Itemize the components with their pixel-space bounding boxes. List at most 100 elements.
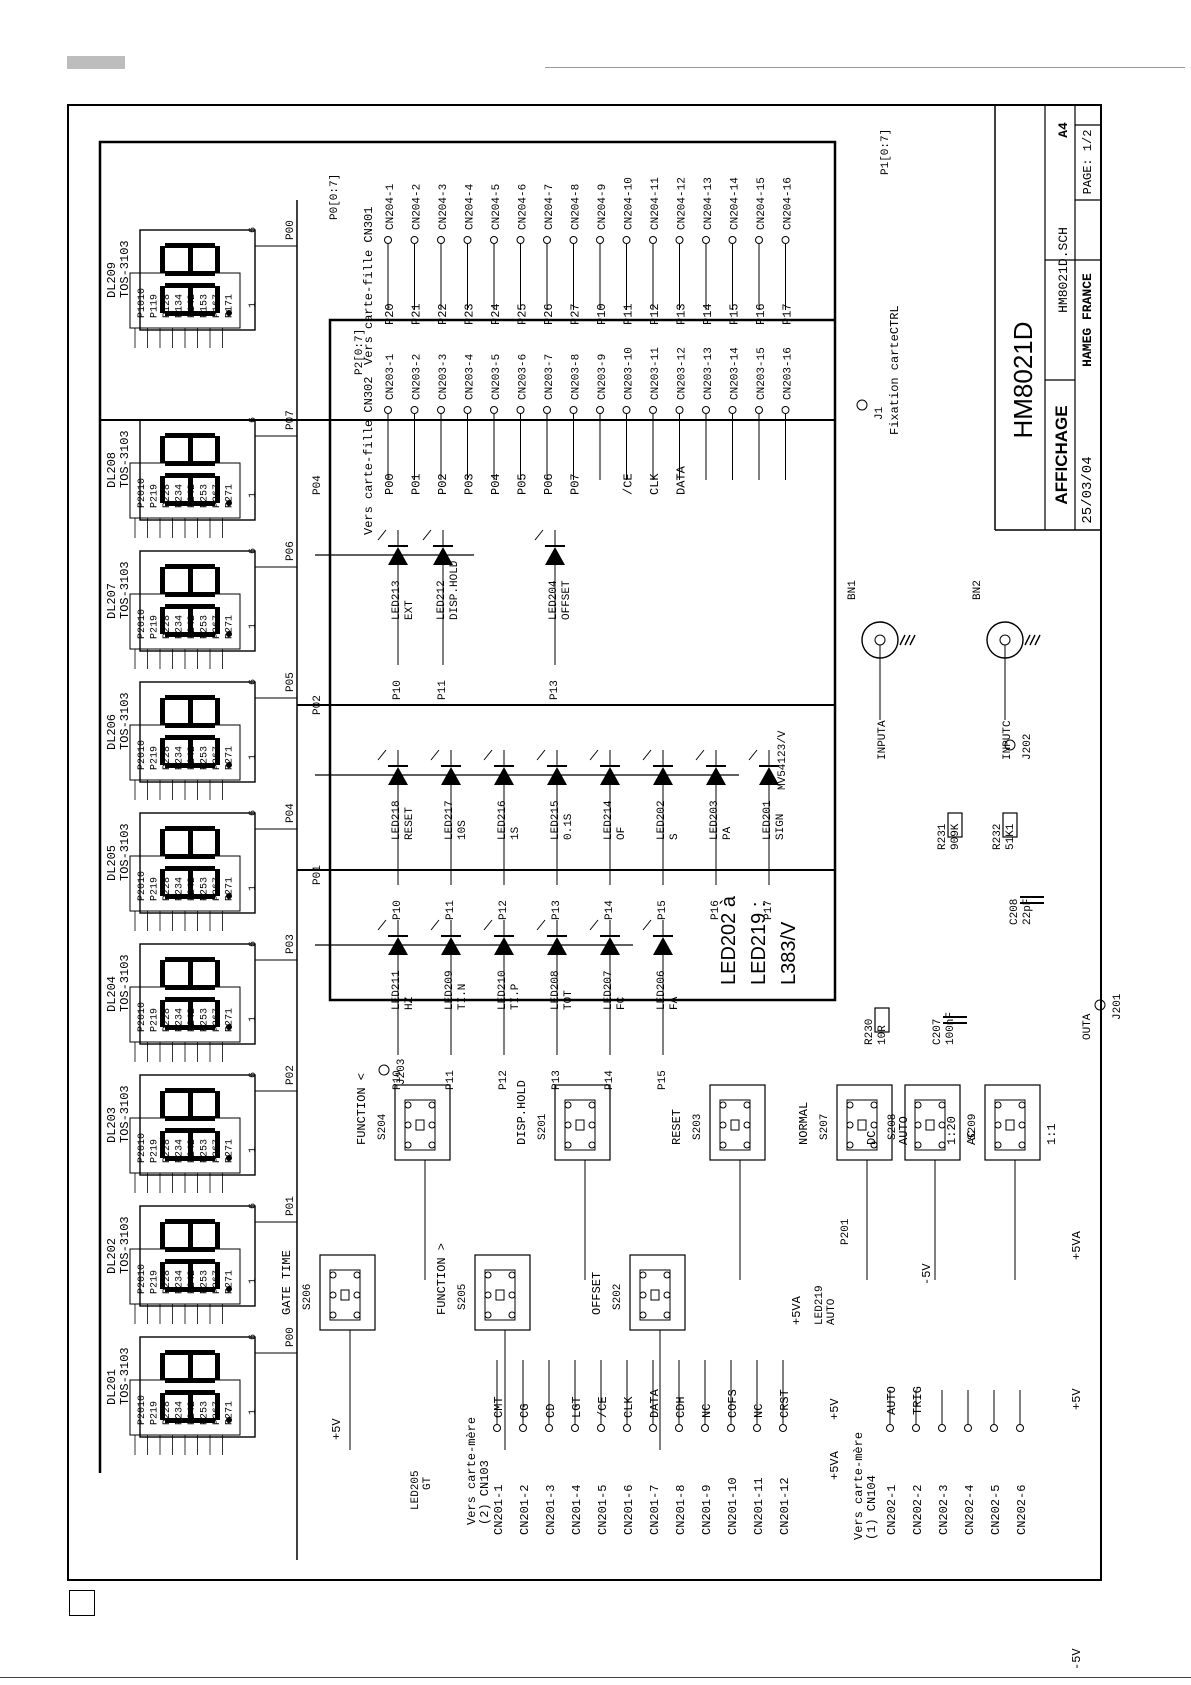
display-name: DL201	[105, 1369, 119, 1405]
connector-net: P05	[516, 473, 530, 495]
decimal-point	[226, 1417, 232, 1423]
resistor-body	[1002, 812, 1018, 838]
connector-pin-label: CN203-15	[756, 347, 768, 400]
switch-contact	[743, 1141, 751, 1149]
segment	[165, 592, 215, 597]
segment	[165, 735, 215, 740]
connector-net: DATA	[675, 465, 689, 495]
led-ref: LED203	[709, 800, 721, 840]
display-pin-label: P22	[162, 752, 173, 770]
connector-net: DATA	[648, 1388, 662, 1418]
display-pin-number: 6	[248, 810, 259, 816]
connector-pin	[675, 406, 684, 414]
connector-pin-label: CN202-2	[911, 1485, 925, 1535]
led-label: FA	[669, 996, 681, 1010]
led-diode-icon	[388, 767, 408, 785]
display-pin-number: 3	[200, 484, 211, 490]
segment	[160, 1262, 165, 1289]
bus-p2-label: P2[0:7]	[354, 329, 366, 375]
display-pin-number: 4	[175, 746, 186, 752]
display-pin-label: P25	[200, 621, 211, 639]
switch-actuator	[925, 1119, 935, 1131]
connector-pin-label: CN201-10	[726, 1477, 740, 1535]
schematic-frame	[67, 104, 1102, 1581]
connector-pin	[990, 1424, 998, 1432]
display-pin-number: 10	[137, 1133, 148, 1145]
switch-label: FUNCTION >	[435, 1243, 449, 1315]
display-bus-label: P06	[285, 541, 297, 561]
connector-pin	[622, 406, 631, 414]
power-label: +5V	[330, 1418, 344, 1440]
jack-j201	[1094, 999, 1106, 1011]
display-pin-number: 7	[212, 1139, 223, 1145]
display-pin-label: P24	[187, 1145, 198, 1163]
segment	[160, 869, 165, 896]
display-pin-number: 10	[137, 740, 148, 752]
display-pin-number: 1	[225, 1139, 236, 1145]
switch-frame	[319, 1254, 376, 1331]
switch-ref: S203	[692, 1114, 704, 1140]
display-pin-label: P26	[212, 490, 223, 508]
segment	[165, 632, 215, 637]
segment	[165, 564, 215, 569]
connector-pin	[781, 236, 790, 244]
display-bus-label: P04	[285, 803, 297, 823]
display-pin-number: 10	[137, 478, 148, 490]
display-pin-number: 4	[175, 294, 186, 300]
led-label: OFFSET	[561, 580, 573, 620]
switch-contact	[353, 1291, 361, 1299]
connector-pin	[755, 406, 763, 414]
display-pin-number: 1	[248, 885, 259, 891]
resistor-ref: R231	[937, 823, 949, 850]
power-label: -5V	[1070, 1648, 1084, 1670]
display-type: TOS-3103	[118, 1085, 132, 1143]
connector-pin	[463, 406, 472, 414]
switch-contact	[588, 1141, 596, 1149]
segment	[165, 1378, 215, 1383]
display-pin-number: 9	[150, 877, 161, 883]
connector-pin	[516, 406, 525, 414]
display-pin-label: P24	[187, 490, 198, 508]
switch-ref: S206	[302, 1284, 314, 1310]
connector-pin-label: CN203-11	[650, 347, 662, 400]
connector-net: P21	[410, 303, 424, 325]
decimal-point	[226, 762, 232, 768]
display-pin-label: P26	[212, 1407, 223, 1425]
display-pin-label: P23	[175, 490, 186, 508]
connector-net: COFS	[726, 1389, 740, 1418]
segment	[165, 1116, 215, 1121]
display-pin-number: 1	[225, 484, 236, 490]
segment	[160, 829, 165, 856]
display-pin-label: P20	[137, 1014, 148, 1032]
led-ref: LED207	[603, 970, 615, 1010]
decimal-point	[226, 893, 232, 899]
display-type: TOS-3103	[118, 692, 132, 750]
segment	[188, 960, 193, 987]
decimal-point	[226, 1155, 232, 1161]
display-pin-number: 7	[212, 294, 223, 300]
connector-net: /CE	[596, 1396, 610, 1418]
display-pin-label: P27	[225, 1276, 236, 1294]
switch-contact	[508, 1291, 516, 1299]
led-diode-icon	[600, 767, 620, 785]
segment	[160, 567, 165, 594]
capacitor-ref: C207	[932, 1019, 944, 1045]
display-pin-number: 9	[150, 1008, 161, 1014]
segment	[215, 1262, 220, 1289]
display-pin-number: 2	[187, 294, 198, 300]
display-pin-number: 7	[212, 877, 223, 883]
display-pin-number: 8	[162, 615, 173, 621]
segment	[165, 1156, 215, 1161]
display-pin-number: 8	[162, 1270, 173, 1276]
segment	[165, 604, 215, 609]
display-pin-number: 10	[137, 288, 148, 300]
display-type: TOS-3103	[118, 561, 132, 619]
display-pin-label: P22	[162, 883, 173, 901]
led-net: P13	[551, 900, 563, 920]
